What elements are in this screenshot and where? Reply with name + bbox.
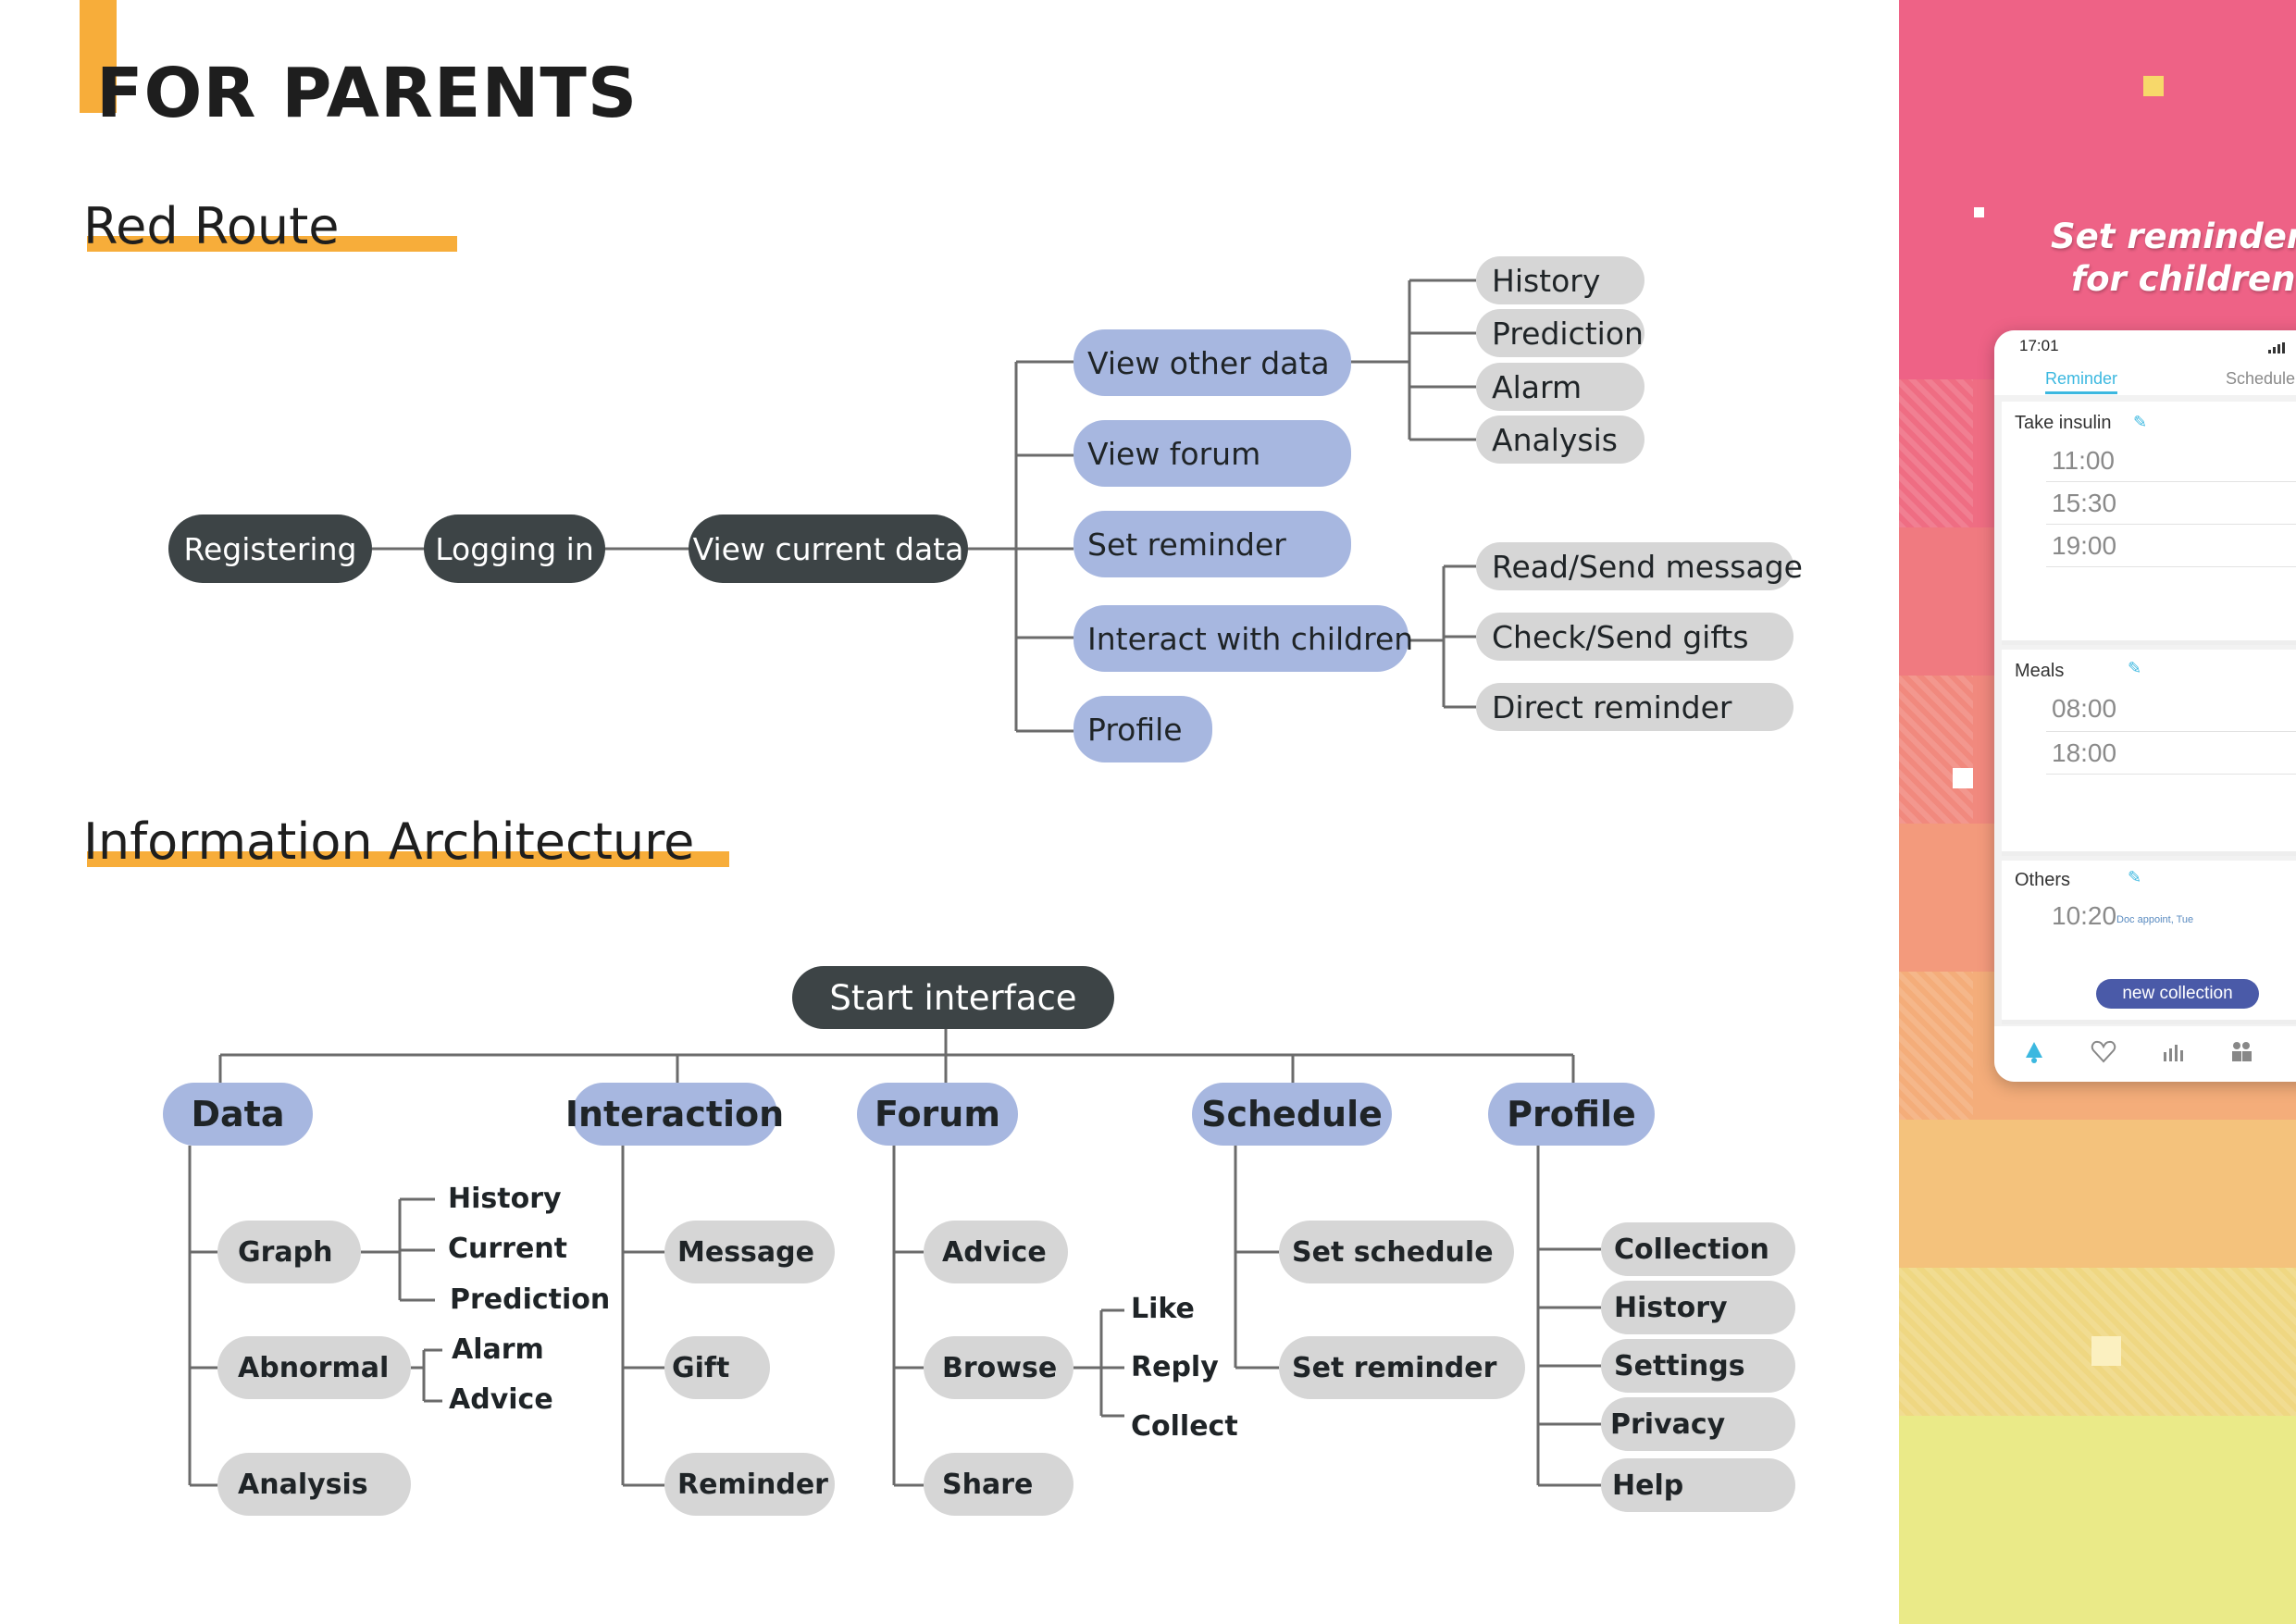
ia-underline <box>87 851 729 867</box>
signal-icon <box>2268 341 2287 353</box>
row-divider <box>2046 731 2296 732</box>
edit-icon[interactable]: ✎ <box>2133 413 2148 431</box>
reminder-card: Others ✎ 10:20 Doc appoint, Tue new coll… <box>2002 861 2296 1024</box>
band-7 <box>1899 1120 2296 1268</box>
tab-reminder-underline <box>2045 391 2117 394</box>
checker-texture <box>1899 972 1973 1120</box>
text-graph-prediction: Prediction <box>450 1283 611 1316</box>
text-abnormal-advice: Advice <box>449 1383 553 1416</box>
new-collection-button[interactable]: new collection <box>2096 979 2259 1009</box>
page-title: FOR PARENTS <box>96 54 639 133</box>
node-interact-with-children: Interact with children <box>1074 605 1413 672</box>
panel-caption-line2: for children <box>2071 259 2296 299</box>
reminder-time: 08:00 <box>2052 694 2117 723</box>
text-abnormal-alarm: Alarm <box>452 1333 544 1366</box>
row-divider <box>2046 774 2296 775</box>
node-browse: Browse <box>924 1336 1074 1399</box>
edit-icon[interactable]: ✎ <box>2128 659 2142 677</box>
text-browse-reply: Reply <box>1131 1351 1219 1383</box>
tab-schedule[interactable]: Schedule <box>2226 369 2296 388</box>
band-1 <box>1899 0 2296 379</box>
node-analysis: Analysis <box>1476 415 1644 464</box>
node-profile-history: History <box>1601 1281 1795 1334</box>
node-direct-reminder: Direct reminder <box>1476 683 1793 731</box>
node-logging-in: Logging in <box>424 514 605 583</box>
card-title: Meals <box>2015 661 2065 681</box>
tab-reminder[interactable]: Reminder <box>2045 369 2118 388</box>
row-divider <box>2046 524 2296 525</box>
ia-heading: Information Architecture <box>83 812 695 871</box>
deco-square <box>1974 207 1984 217</box>
phone-mockup: 17:01 Reminder Schedule Take insulin ✎ 1… <box>1994 330 2296 1082</box>
panel-caption-line1: Set reminders <box>2051 217 2296 256</box>
node-set-schedule: Set schedule <box>1279 1221 1514 1283</box>
node-share: Share <box>924 1453 1074 1516</box>
reminder-card: Meals ✎ 08:00 18:00 <box>2002 650 2296 856</box>
text-browse-collect: Collect <box>1131 1410 1238 1443</box>
node-schedule: Schedule <box>1192 1083 1392 1146</box>
checker-texture <box>1899 676 1973 824</box>
node-view-forum: View forum <box>1074 420 1351 487</box>
node-start-interface: Start interface <box>792 966 1114 1029</box>
text-graph-current: Current <box>448 1233 568 1265</box>
heart-icon[interactable] <box>2090 1037 2117 1065</box>
connector-lines <box>188 279 1601 1487</box>
reminder-note: Doc appoint, Tue <box>2116 914 2194 925</box>
node-registering: Registering <box>168 514 372 583</box>
reminder-time: 19:00 <box>2052 531 2117 560</box>
red-route-underline <box>87 236 457 252</box>
node-abnormal: Abnormal <box>217 1336 411 1399</box>
text-browse-like: Like <box>1131 1293 1195 1325</box>
deco-square <box>2143 76 2164 96</box>
node-view-current-data: View current data <box>689 514 968 583</box>
node-set-reminder: Set reminder <box>1074 511 1351 577</box>
bell-icon[interactable] <box>2020 1037 2048 1065</box>
row-divider <box>2046 566 2296 567</box>
node-forum: Forum <box>857 1083 1018 1146</box>
deco-square <box>2091 1336 2121 1366</box>
node-read-send-message: Read/Send message <box>1476 542 1803 590</box>
chart-icon[interactable] <box>2159 1037 2187 1065</box>
node-prediction: Prediction <box>1476 309 1644 357</box>
node-check-send-gifts: Check/Send gifts <box>1476 613 1793 661</box>
node-interaction: Interaction <box>565 1083 784 1146</box>
node-alarm: Alarm <box>1476 363 1644 411</box>
node-advice: Advice <box>924 1221 1068 1283</box>
node-reminder: Reminder <box>664 1453 835 1516</box>
title-accent-bar <box>80 0 117 113</box>
phone-status-bar <box>1994 330 2296 395</box>
node-history: History <box>1476 256 1644 304</box>
reminder-time: 15:30 <box>2052 489 2117 517</box>
text-graph-history: History <box>448 1183 562 1215</box>
card-title: Others <box>2015 870 2071 890</box>
node-graph: Graph <box>217 1221 361 1283</box>
edit-icon[interactable]: ✎ <box>2128 868 2142 886</box>
node-ia-analysis: Analysis <box>217 1453 411 1516</box>
reminder-time: 11:00 <box>2052 446 2115 475</box>
checker-texture <box>1899 379 1973 527</box>
reminder-time: 18:00 <box>2052 738 2117 767</box>
card-title: Take insulin <box>2015 413 2112 433</box>
band-9 <box>1899 1416 2296 1624</box>
node-settings: Settings <box>1601 1339 1795 1393</box>
node-message: Message <box>664 1221 835 1283</box>
node-help: Help <box>1601 1458 1795 1512</box>
deco-square <box>1953 768 1973 788</box>
reminder-time: 10:20 <box>2052 901 2117 930</box>
node-ia-set-reminder: Set reminder <box>1279 1336 1525 1399</box>
status-time: 17:01 <box>2019 337 2059 354</box>
node-data: Data <box>163 1083 313 1146</box>
reminder-card: Take insulin ✎ 11:00 15:30 19:00 <box>2002 402 2296 645</box>
node-ia-profile: Profile <box>1488 1083 1655 1146</box>
node-profile: Profile <box>1074 696 1212 762</box>
node-collection: Collection <box>1601 1222 1795 1276</box>
node-view-other-data: View other data <box>1074 329 1351 396</box>
node-gift: Gift <box>664 1336 770 1399</box>
red-route-heading: Red Route <box>83 197 340 255</box>
node-privacy: Privacy <box>1601 1397 1795 1451</box>
row-divider <box>2046 481 2296 482</box>
people-icon[interactable] <box>2228 1037 2255 1065</box>
